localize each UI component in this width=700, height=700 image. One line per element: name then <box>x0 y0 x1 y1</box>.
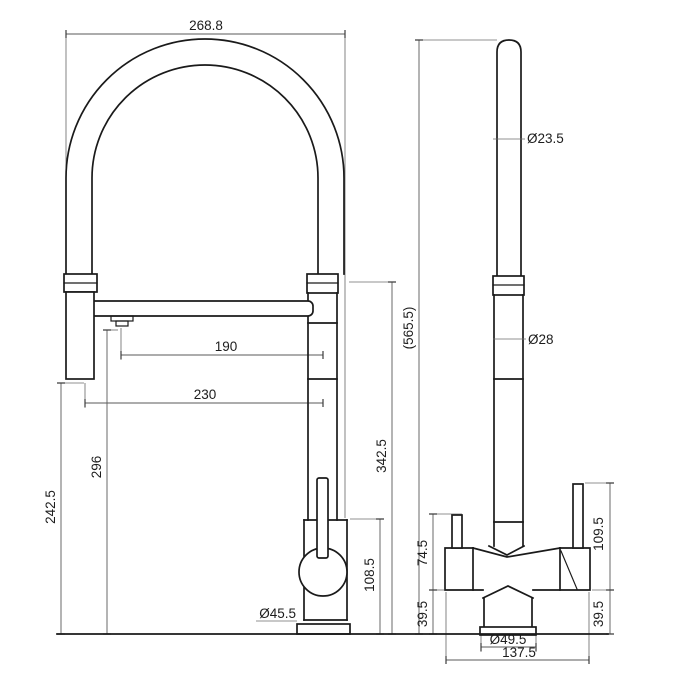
dim-spout-height: 296 <box>89 456 104 479</box>
dim-front-handle-height: 74.5 <box>415 540 430 566</box>
dim-base-height-left: 39.5 <box>415 601 430 627</box>
dimension-labels: 268.8 Ø23.5 Ø28 (565.5) 190 230 342.5 29… <box>43 18 606 660</box>
handle-lever-side-front <box>451 514 463 549</box>
front-view-dimension-lines <box>57 33 396 634</box>
dim-overall-height: (565.5) <box>401 307 416 350</box>
spray-head <box>63 273 98 380</box>
spring-arc-inner <box>91 64 319 275</box>
leader-lines <box>256 138 526 622</box>
base-front <box>296 619 351 635</box>
faucet-column <box>303 273 348 621</box>
dim-spray-clearance: 242.5 <box>43 490 58 524</box>
dim-spout-reach: 190 <box>215 339 238 354</box>
dim-base-flange-diameter: Ø49.5 <box>490 632 527 647</box>
dim-overall-width: 268.8 <box>189 18 223 33</box>
dim-column-height: 342.5 <box>374 439 389 473</box>
dim-base-height-right: 39.5 <box>591 601 606 627</box>
mixer-body <box>444 546 591 591</box>
dim-spray-reach: 230 <box>194 387 217 402</box>
spring-arc-outer <box>65 38 345 275</box>
dim-lower-tube-diameter: Ø28 <box>528 332 554 347</box>
dim-body-width: 137.5 <box>502 645 536 660</box>
handle-lever-side-rear <box>572 483 584 549</box>
dim-handle-top-height: 108.5 <box>362 558 377 592</box>
side-view-dimension-lines <box>418 39 614 664</box>
spout-arm <box>89 300 314 317</box>
dim-rear-handle-height: 109.5 <box>591 517 606 551</box>
front-view <box>63 38 351 635</box>
handle-lever-front <box>316 477 329 559</box>
side-view <box>444 39 591 636</box>
lower-tube <box>487 294 526 556</box>
base-side <box>479 585 537 636</box>
dim-upper-tube-diameter: Ø23.5 <box>527 131 564 146</box>
aerator-nozzle <box>110 315 134 327</box>
upper-tube <box>496 39 522 277</box>
valve-detail-line <box>560 550 578 590</box>
dim-body-diameter: Ø45.5 <box>259 606 296 621</box>
